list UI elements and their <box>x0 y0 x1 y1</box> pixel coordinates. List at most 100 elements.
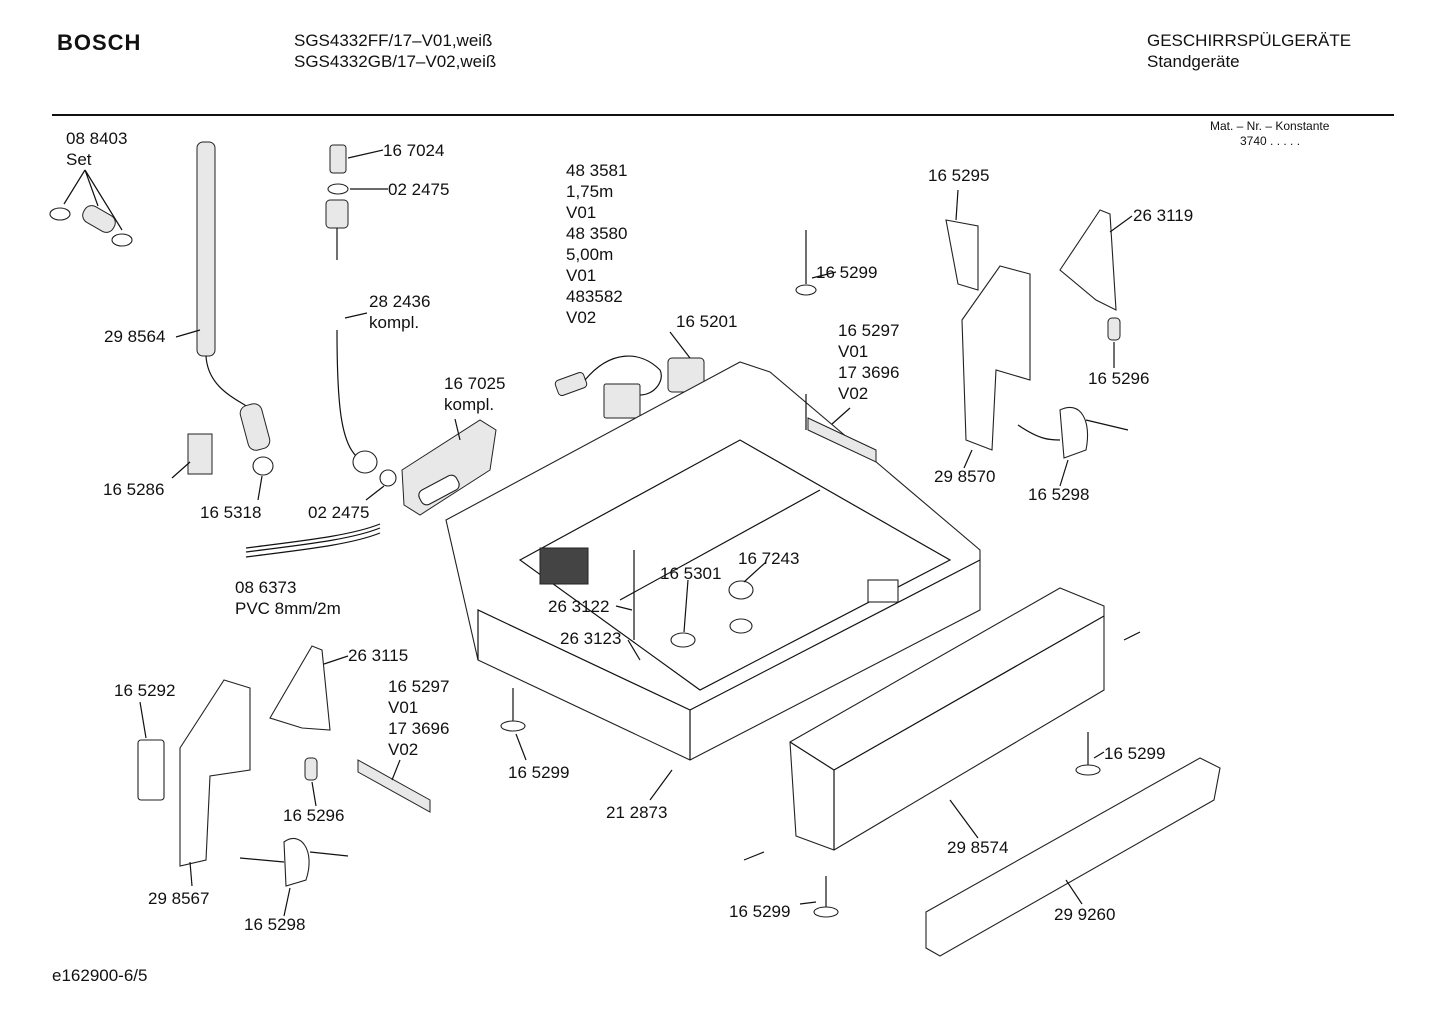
part-label-p263122: 26 3122 <box>548 596 609 617</box>
model-line-2: SGS4332GB/17–V02,weiß <box>294 52 497 71</box>
header-rule <box>52 114 1394 116</box>
part-label-line: 16 5286 <box>103 480 165 499</box>
part-label-p298564: 29 8564 <box>104 326 165 347</box>
part-label-line: V02 <box>388 740 419 759</box>
part-label-line: V01 <box>566 266 597 285</box>
part-label-p022475b: 02 2475 <box>308 502 369 523</box>
model-line-1: SGS4332FF/17–V01,weiß <box>294 31 493 50</box>
part-label-p165286: 16 5286 <box>103 479 164 500</box>
part-label-line: kompl. <box>444 395 495 414</box>
part-label-p167025: 16 7025 kompl. <box>444 373 505 415</box>
part-label-line: 16 7025 <box>444 374 506 393</box>
part-label-line: 16 5299 <box>816 263 878 282</box>
part-label-line: 1,75m <box>566 182 614 201</box>
foot-screw-top <box>795 230 817 296</box>
foot-screw-right <box>1075 732 1101 776</box>
part-label-line: 48 3581 <box>566 161 628 180</box>
foot-screw-left <box>500 688 526 732</box>
part-label-p167243: 16 7243 <box>738 548 799 569</box>
hose-clip <box>187 433 213 475</box>
part-label-p165299a: 16 5299 <box>816 262 877 283</box>
part-label-p299260: 29 9260 <box>1054 904 1115 925</box>
part-label-line: 29 8574 <box>947 838 1009 857</box>
part-label-line: 16 5297 <box>388 677 450 696</box>
part-label-p298570: 29 8570 <box>934 466 995 487</box>
part-label-line: 16 5299 <box>729 902 791 921</box>
part-label-p165292: 16 5292 <box>114 680 175 701</box>
part-label-p165301: 16 5301 <box>660 563 721 584</box>
part-label-line: 26 3119 <box>1133 206 1194 225</box>
right-hinge-parts <box>945 209 1129 459</box>
part-label-p165298b: 16 5298 <box>244 914 305 935</box>
part-label-line: 16 5298 <box>244 915 306 934</box>
part-label-line: 16 5201 <box>676 312 738 331</box>
part-label-p165295: 16 5295 <box>928 165 989 186</box>
part-label-line: 02 2475 <box>308 503 370 522</box>
inlet-valve-assembly <box>401 419 497 516</box>
brand-logo: BOSCH <box>57 30 142 55</box>
part-label-line: 16 7024 <box>383 141 445 160</box>
hinge-spring-right <box>807 417 877 463</box>
part-label-line: 08 6373 <box>235 578 297 597</box>
part-label-line: 08 8403 <box>66 129 128 148</box>
part-label-p165201: 16 5201 <box>676 311 737 332</box>
float-cap <box>729 618 753 634</box>
part-label-line: 29 9260 <box>1054 905 1116 924</box>
part-label-p212873: 21 2873 <box>606 802 667 823</box>
part-label-line: 17 3696 <box>838 363 900 382</box>
drain-hose <box>196 141 274 476</box>
part-label-line: 16 5296 <box>1088 369 1150 388</box>
part-label-p165299c: 16 5299 <box>1104 743 1165 764</box>
inlet-connector <box>325 144 397 487</box>
part-label-line: V02 <box>566 308 597 327</box>
seal-165301 <box>670 632 696 648</box>
part-label-line: 26 3123 <box>560 629 622 648</box>
part-label-line: 48 3580 <box>566 224 628 243</box>
part-label-line: 483582 <box>566 287 623 306</box>
part-label-p298574: 29 8574 <box>947 837 1008 858</box>
part-label-line: Set <box>66 150 92 169</box>
part-label-line: 16 5295 <box>928 166 990 185</box>
hose-clamp-set <box>49 205 133 247</box>
kick-panel <box>925 757 1221 957</box>
small-screw-a <box>743 851 765 861</box>
category-line-1: GESCHIRRSPÜLGERÄTE <box>1147 31 1352 50</box>
part-label-line: 26 3122 <box>548 597 610 616</box>
part-label-line: 16 5292 <box>114 681 176 700</box>
part-label-line: 16 5296 <box>283 806 345 825</box>
part-label-line: 29 8567 <box>148 889 210 908</box>
part-label-line: 21 2873 <box>606 803 668 822</box>
part-label-line: 29 8570 <box>934 467 996 486</box>
mat-nr-label: Mat. – Nr. – Konstante <box>1210 119 1330 133</box>
part-label-line: V01 <box>566 203 597 222</box>
part-label-line: 17 3696 <box>388 719 450 738</box>
part-label-line: kompl. <box>369 313 420 332</box>
part-label-p022475a: 02 2475 <box>388 179 449 200</box>
plinth-panel <box>789 587 1105 851</box>
float <box>728 580 754 600</box>
part-label-p167024: 16 7024 <box>383 140 444 161</box>
part-label-p263123: 26 3123 <box>560 628 621 649</box>
part-label-p165296b: 16 5296 <box>283 805 344 826</box>
part-label-line: 28 2436 <box>369 292 431 311</box>
part-label-line: V02 <box>838 384 869 403</box>
cable-harness <box>554 355 662 419</box>
part-label-p165298a: 16 5298 <box>1028 484 1089 505</box>
left-hinge-parts <box>137 645 349 887</box>
part-label-line: 16 5298 <box>1028 485 1090 504</box>
part-label-line: 02 2475 <box>388 180 450 199</box>
part-label-p165296a: 16 5296 <box>1088 368 1149 389</box>
small-screw-b <box>1123 631 1141 641</box>
part-label-p165299d: 16 5299 <box>729 901 790 922</box>
part-label-line: PVC 8mm/2m <box>235 599 341 618</box>
part-label-line: V01 <box>388 698 419 717</box>
part-label-line: 16 5301 <box>660 564 722 583</box>
part-label-line: 16 5299 <box>1104 744 1166 763</box>
part-label-p263115: 26 3115 <box>348 645 408 666</box>
